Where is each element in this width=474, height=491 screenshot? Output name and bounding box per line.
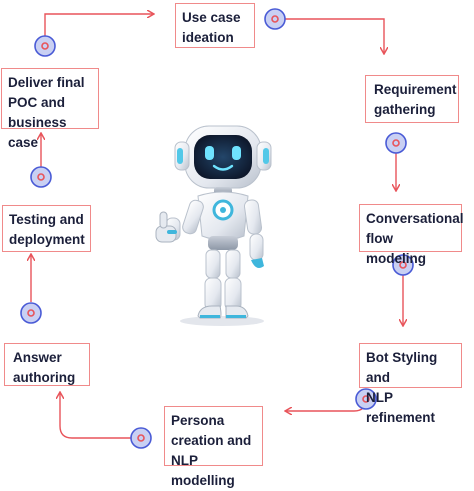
step-bot-styling-nlp-refinement: Bot Styling and NLP refinement — [359, 343, 462, 425]
step-requirement-gathering: Requirement gathering — [365, 75, 459, 123]
node-marker — [385, 132, 407, 154]
step-label: Testing and deployment — [9, 212, 85, 247]
node-marker — [264, 8, 286, 30]
process-cycle-diagram: Use case ideation Requirement gathering … — [1, 3, 464, 488]
step-deliver-final-poc: Deliver final POC and business case — [1, 68, 99, 150]
node-marker — [34, 35, 56, 57]
step-label: Requirement gathering — [374, 82, 457, 117]
step-persona-creation: Persona creation and NLP modelling — [164, 406, 263, 488]
connector-deliver-to-usecase — [44, 14, 153, 36]
node-marker — [130, 427, 152, 449]
node-marker — [30, 166, 52, 188]
step-conversational-flow-modeling: Conversational flow modeling — [359, 204, 464, 266]
step-label: Persona creation and NLP modelling — [171, 413, 252, 488]
step-label: Use case ideation — [182, 10, 241, 45]
step-label: Bot Styling and NLP refinement — [366, 350, 438, 425]
connector-persona-to-answer — [60, 393, 141, 439]
step-label: Deliver final POC and business case — [8, 75, 85, 150]
robot-icon — [155, 125, 272, 326]
step-answer-authoring: Answer authoring — [4, 343, 90, 386]
step-label: Answer authoring — [13, 350, 76, 385]
step-label: Conversational flow modeling — [366, 211, 464, 266]
connector-usecase-to-requirement — [277, 18, 384, 53]
step-use-case-ideation: Use case ideation — [175, 3, 255, 48]
step-testing-deployment: Testing and deployment — [2, 205, 91, 252]
node-marker — [20, 302, 42, 324]
connector-botstyling-to-persona — [286, 398, 367, 411]
